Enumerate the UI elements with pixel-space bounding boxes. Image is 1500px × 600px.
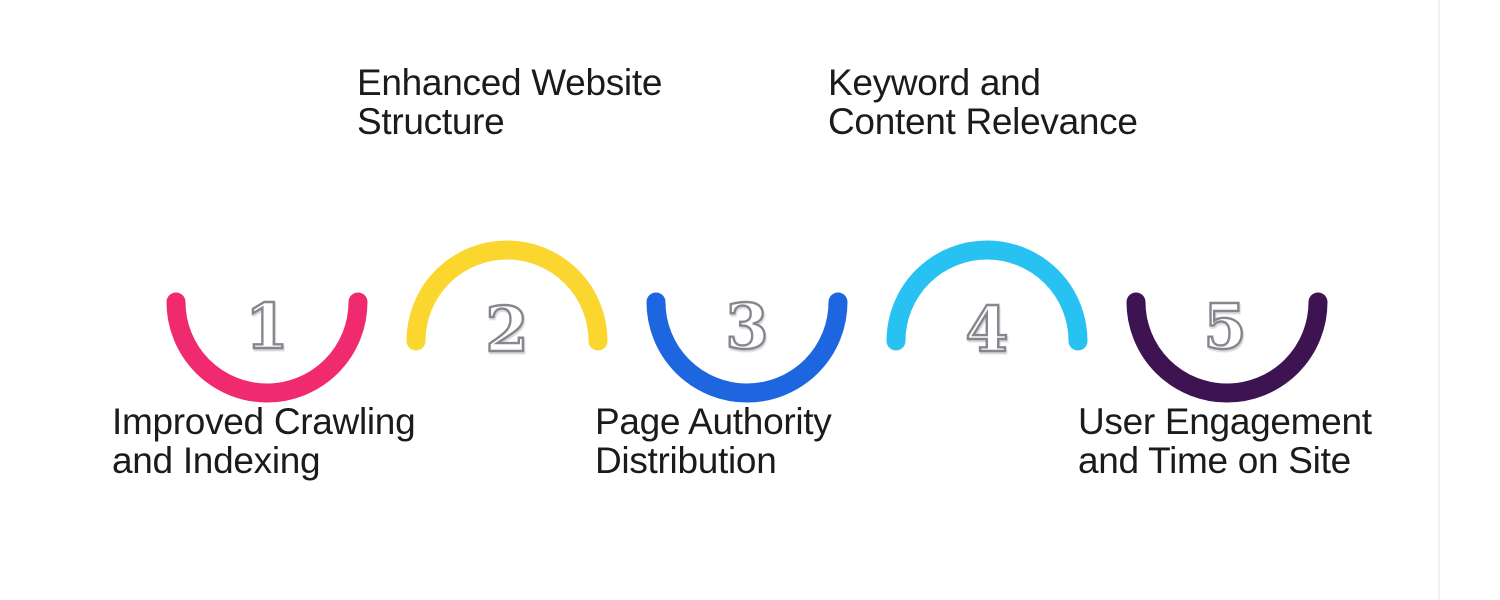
image-edge-line (1438, 0, 1440, 600)
step-2-arc: 2 (406, 240, 608, 367)
step-1-label: Improved Crawling and Indexing (112, 401, 416, 481)
step-3-label-line2: Distribution (595, 440, 777, 481)
step-5-label-line1: User Engagement (1078, 401, 1372, 442)
step-number-5: 5 (1203, 290, 1246, 363)
step-1-label-line1: Improved Crawling (112, 401, 416, 442)
step-1-label-line2: and Indexing (112, 440, 321, 481)
step-4-arc: 4 (886, 240, 1088, 367)
step-2-label-line2: Structure (357, 101, 505, 142)
arc-stroke-1 (166, 292, 368, 403)
step-3-label-line1: Page Authority (595, 401, 832, 442)
arc-stroke-3 (646, 292, 848, 403)
step-5-arc: 5 (1126, 289, 1328, 403)
arc-stroke-4 (886, 240, 1088, 351)
step-number-4: 4 (965, 293, 1008, 366)
step-number-2: 2 (485, 293, 528, 366)
step-2-label-line1: Enhanced Website (357, 62, 663, 103)
step-4-label-line1: Keyword and (828, 62, 1041, 103)
step-2-label: Enhanced Website Structure (357, 63, 662, 141)
step-5-label: User Engagement and Time on Site (1078, 402, 1372, 480)
step-3-arc: 3 (646, 289, 848, 403)
step-5-label-line2: and Time on Site (1078, 440, 1351, 481)
step-3-label: Page Authority Distribution (595, 401, 832, 481)
arc-stroke-5 (1126, 292, 1328, 403)
arc-stroke-2 (406, 240, 608, 351)
step-number-1: 1 (245, 290, 288, 363)
step-4-label-line2: Content Relevance (828, 101, 1138, 142)
step-4-label: Keyword and Content Relevance (828, 63, 1138, 141)
step-1-arc: 1 (166, 289, 368, 403)
step-number-3: 3 (725, 290, 768, 363)
